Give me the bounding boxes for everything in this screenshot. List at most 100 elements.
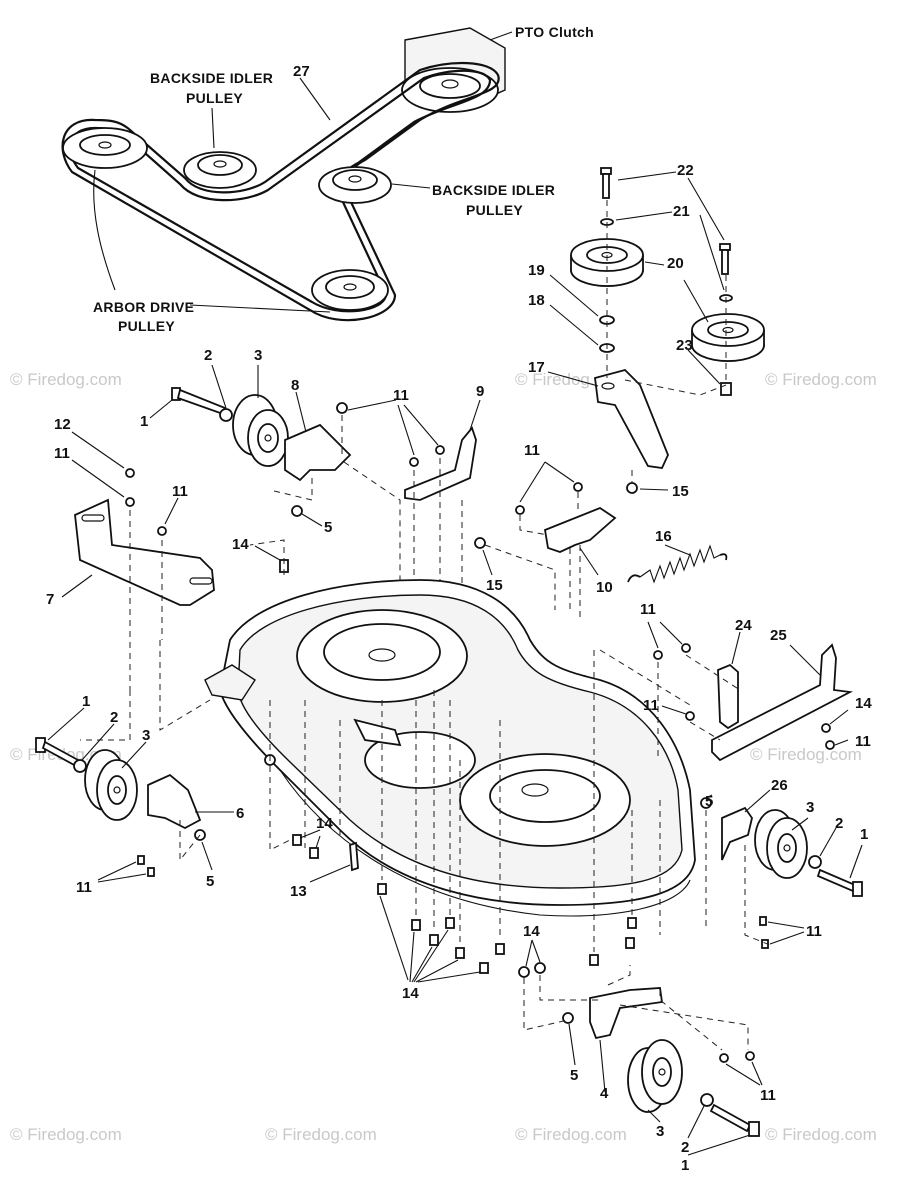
callout-11: 11	[524, 442, 540, 459]
screw-14	[292, 834, 302, 846]
callout-23: 23	[676, 337, 693, 354]
drive-belt	[61, 62, 500, 322]
nut-11	[685, 711, 695, 721]
callout-6: 6	[236, 805, 244, 822]
backside-idler-pulley-2	[318, 166, 392, 204]
screw-14	[377, 883, 387, 895]
bracket-6	[147, 773, 202, 830]
upper-left-parts	[61, 364, 481, 760]
idler-arm-17	[594, 368, 669, 469]
callout-17: 17	[528, 359, 545, 376]
arbor-drive-pulley-right	[311, 269, 389, 311]
callout-22: 22	[677, 162, 694, 179]
callout-14: 14	[402, 985, 419, 1002]
bracket-9	[404, 426, 477, 501]
callout-5: 5	[324, 519, 332, 536]
callout-2: 2	[110, 709, 118, 726]
callout-12: 12	[54, 416, 71, 433]
roller-wheel-3	[84, 749, 138, 821]
callout-11: 11	[806, 923, 822, 940]
watermark: © Firedog.com	[10, 370, 122, 389]
callout-1: 1	[82, 693, 90, 710]
nut-11	[409, 457, 419, 467]
callout-21: 21	[673, 203, 690, 220]
callout-3: 3	[656, 1123, 664, 1140]
washer-2	[700, 1093, 714, 1107]
spring-bracket-group	[474, 461, 728, 620]
nut-15	[626, 482, 638, 494]
nut-5	[291, 505, 303, 517]
callout-18: 18	[528, 292, 545, 309]
callout-7: 7	[46, 591, 54, 608]
callout-19: 19	[528, 262, 545, 279]
nut-5	[562, 1012, 574, 1024]
screw-14	[534, 962, 546, 974]
washer-2	[73, 759, 87, 773]
watermark: © Firedog.com	[750, 745, 862, 764]
callout-13: 13	[290, 883, 307, 900]
screw-14	[589, 954, 599, 966]
bracket-10	[543, 506, 617, 553]
roller-wheel-3	[627, 1039, 683, 1113]
callout-15: 15	[486, 577, 503, 594]
watermark: © Firedog.com	[765, 1125, 877, 1144]
screw-14	[455, 947, 465, 959]
nut-11	[515, 505, 525, 515]
callout-3: 3	[806, 799, 814, 816]
screw-14	[429, 934, 439, 946]
callout-1: 1	[681, 1157, 689, 1174]
bracket-4	[589, 987, 664, 1040]
callout-15: 15	[672, 483, 689, 500]
bolt-13	[349, 841, 359, 872]
washer-2	[219, 408, 233, 422]
bottom-parts	[518, 939, 763, 1156]
bracket-26	[721, 806, 753, 861]
bracket-24	[717, 663, 739, 730]
label-backside-idler-pulley-2: BACKSIDE IDLER	[432, 182, 555, 198]
callout-11: 11	[172, 483, 188, 500]
callouts: 27 22 21 20 19 18 17 23 2 3 1 8 11 9 12 …	[46, 63, 872, 1174]
spacer-23	[720, 382, 732, 396]
nut-15	[474, 537, 486, 549]
callout-25: 25	[770, 627, 787, 644]
callout-1: 1	[140, 413, 148, 430]
label-pto-clutch: PTO Clutch	[515, 24, 594, 40]
bolt-1	[171, 387, 227, 416]
bolt-1	[816, 868, 863, 897]
callout-3: 3	[254, 347, 262, 364]
nut-12	[125, 468, 135, 478]
label-backside-idler-pulley-1: BACKSIDE IDLER	[150, 70, 273, 86]
watermark: © Firedog.com	[765, 370, 877, 389]
idler-arm-assembly	[547, 167, 765, 494]
screw-14	[821, 723, 831, 733]
nut-11	[681, 643, 691, 653]
screw-14	[479, 962, 489, 974]
nut-11	[435, 445, 445, 455]
callout-20: 20	[667, 255, 684, 272]
backside-idler-pulley-1	[183, 151, 257, 189]
watermark: © Firedog.com	[265, 1125, 377, 1144]
lower-left-parts	[35, 640, 661, 983]
nut-11	[137, 855, 145, 865]
nut-11	[157, 526, 167, 536]
watermark: © Firedog.com	[10, 1125, 122, 1144]
callout-11: 11	[760, 1087, 776, 1104]
callout-27: 27	[293, 63, 310, 80]
label-arbor-drive-pulley: PULLEY	[118, 318, 175, 334]
nut-11	[719, 1053, 729, 1063]
nut-11	[759, 916, 767, 926]
idler-pulley-20-right	[691, 313, 765, 362]
callout-11: 11	[643, 697, 659, 714]
callout-11: 11	[393, 387, 409, 404]
roller-wheel-3	[232, 394, 289, 467]
screw-14	[411, 919, 421, 931]
washer-2	[808, 855, 822, 869]
callout-5: 5	[705, 793, 713, 810]
callout-10: 10	[596, 579, 613, 596]
nut-11	[653, 650, 663, 660]
screw-14	[445, 917, 455, 929]
spring-16	[627, 544, 728, 584]
screw-14	[495, 943, 505, 955]
nut-11	[825, 740, 835, 750]
